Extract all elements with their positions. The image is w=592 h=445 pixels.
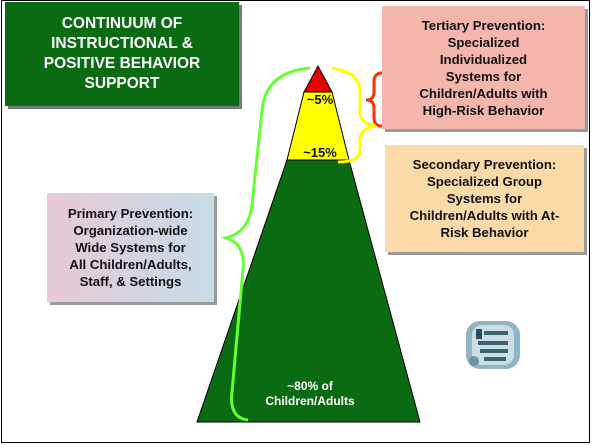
tertiary-tier [303,64,333,93]
secondary-brace [331,66,377,164]
title-box: CONTINUUM OF INSTRUCTIONAL & POSITIVE BE… [5,2,239,106]
secondary-percent: ~15% [303,145,337,160]
tertiary-brace [365,71,383,128]
slide-title: CONTINUUM OF INSTRUCTIONAL & POSITIVE BE… [43,15,201,92]
tertiary-prevention-callout: Tertiary Prevention: Specialized Individ… [382,6,585,129]
organization-seal-logo-icon [466,321,520,369]
tertiary-percent: ~5% [307,92,334,107]
primary-percent-line2: Children/Adults [265,394,355,408]
primary-prevention-callout: Primary Prevention: Organization-wide Wi… [47,193,214,302]
primary-brace [220,66,311,422]
secondary-prevention-callout: Secondary Prevention: Specialized Group … [385,145,584,252]
primary-percent-line1: ~80% of [287,379,334,393]
